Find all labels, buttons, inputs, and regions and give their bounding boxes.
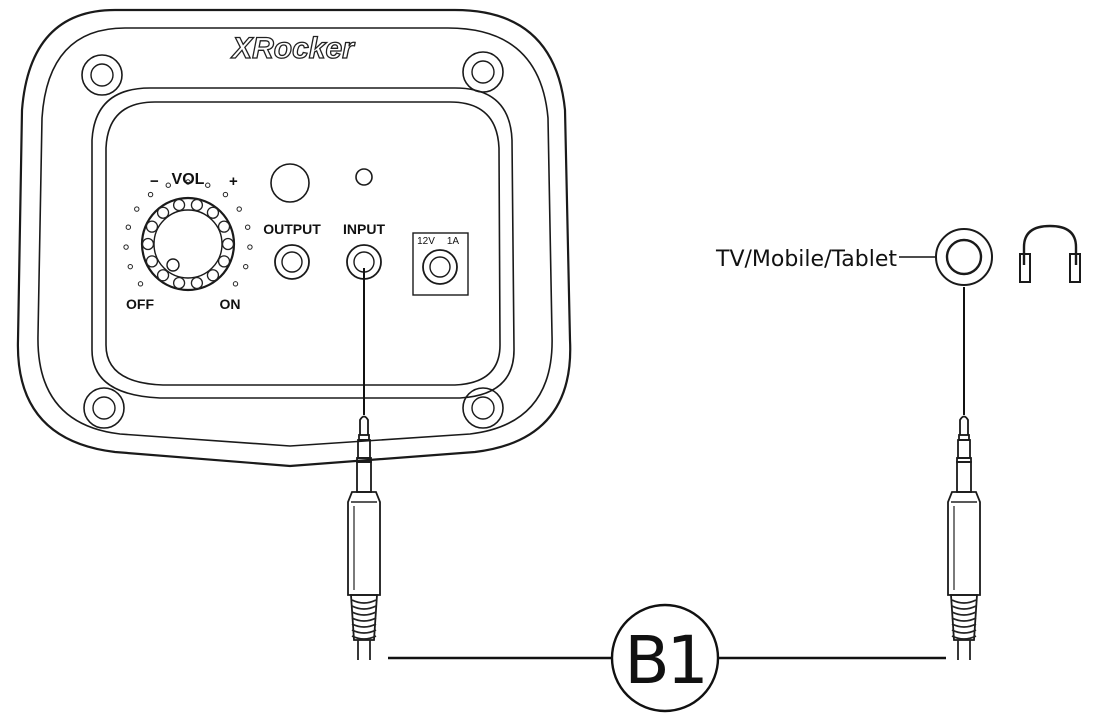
dial-tick	[243, 263, 249, 270]
knob-grip	[217, 220, 231, 233]
power-current-label: 1A	[447, 236, 460, 247]
power-dc-jack	[422, 249, 458, 285]
knob-grip	[172, 198, 186, 212]
dial-tick	[244, 224, 251, 230]
knob-grip	[141, 237, 155, 251]
panel-inner-frame	[37, 27, 553, 447]
audio-plug-left	[347, 415, 381, 660]
dial-tick	[222, 191, 229, 198]
knob-grip	[145, 220, 159, 233]
cable-label: B1	[624, 622, 705, 699]
volume-dial-ticks	[123, 179, 253, 287]
dial-tick	[147, 191, 154, 198]
screw-top-left	[81, 54, 123, 96]
knob-grip	[221, 237, 235, 251]
panel-outer-frame	[16, 8, 572, 468]
output-label: OUTPUT	[263, 221, 321, 237]
screw-bottom-left	[83, 387, 125, 429]
screw-top-right	[462, 51, 504, 93]
knob-grip	[156, 269, 170, 282]
dial-tick	[236, 206, 242, 212]
volume-minus-label: −	[150, 173, 159, 190]
knob-grip	[206, 206, 220, 219]
screw-bottom-right	[462, 387, 504, 429]
dial-tick	[247, 244, 253, 250]
power-voltage-label: 12V	[417, 236, 435, 247]
source-device-label: TV/Mobile/Tablet	[715, 247, 897, 272]
dial-tick	[123, 244, 129, 250]
volume-knob	[140, 196, 236, 292]
power-port-box	[412, 232, 469, 296]
panel-face	[105, 101, 501, 386]
dial-tick	[185, 179, 191, 185]
knob-grip	[206, 269, 220, 282]
dial-tick	[232, 281, 239, 287]
volume-plus-label: +	[229, 173, 238, 190]
off-label: OFF	[126, 296, 154, 312]
dial-tick	[134, 206, 140, 212]
source-jack	[935, 228, 993, 286]
output-jack	[274, 244, 310, 280]
cable-badge: B1	[610, 603, 720, 713]
knob-grip	[172, 276, 186, 290]
audio-plug-right	[947, 415, 981, 660]
dial-tick	[205, 182, 211, 188]
power-button	[270, 163, 310, 203]
control-panel: XRocker − VOL + OFF ON OUTPUT INPUT	[16, 8, 572, 468]
knob-grip	[156, 206, 170, 219]
knob-grip	[190, 276, 204, 290]
headphones-icon	[1019, 224, 1081, 283]
dial-tick	[127, 263, 133, 270]
volume-label: VOL	[172, 171, 205, 188]
knob-grip	[145, 255, 159, 268]
input-label: INPUT	[343, 221, 385, 237]
dial-tick	[137, 281, 144, 287]
on-label: ON	[220, 296, 241, 312]
knob-grip	[190, 198, 204, 212]
panel-bezel	[91, 87, 515, 399]
dial-tick	[165, 182, 171, 188]
brand-logo: XRocker	[230, 32, 356, 65]
knob-grip	[217, 255, 231, 268]
indicator-led	[355, 168, 373, 186]
dial-tick	[125, 224, 132, 230]
